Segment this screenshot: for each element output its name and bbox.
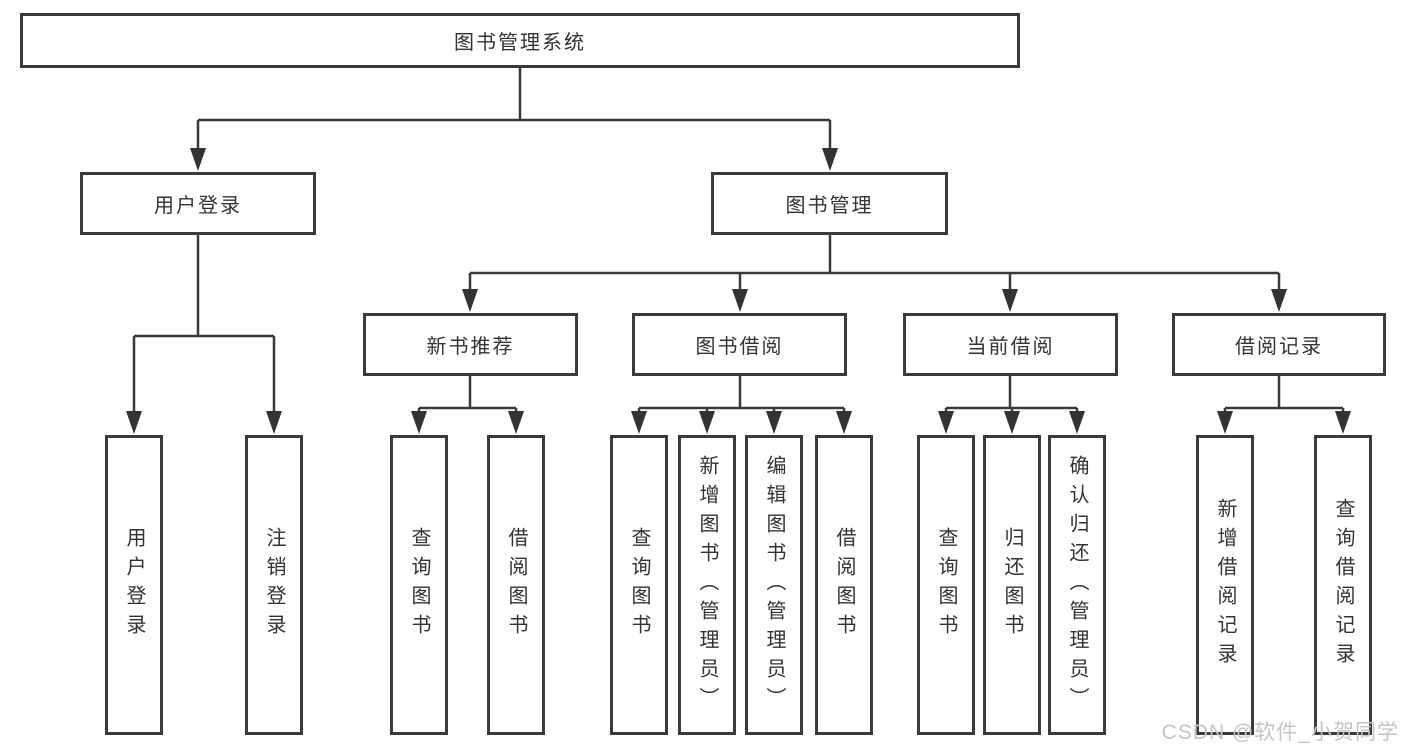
node-book-borrowing: 图书借阅 (632, 313, 847, 376)
arrow-down-icon (1069, 411, 1085, 434)
arrow-down-icon (699, 411, 715, 434)
leaf-borrow-books-recommend: 借阅图书 (487, 435, 545, 735)
leaf-logout: 注销登录 (245, 435, 303, 735)
leaf-query-books-current-label: 查询图书 (935, 527, 957, 643)
arrow-down-icon (836, 411, 852, 434)
leaf-confirm-return-admin-label: 确认归还（管理员） (1066, 454, 1088, 716)
arrow-down-icon (1271, 289, 1287, 312)
node-root-system-label: 图书管理系统 (454, 32, 586, 54)
node-user-login: 用户登录 (80, 172, 316, 235)
leaf-borrow-books-borrowing-label: 借阅图书 (833, 527, 855, 643)
leaf-user-login: 用户登录 (105, 435, 163, 735)
arrow-down-icon (126, 411, 142, 434)
leaf-add-book-admin-label: 新增图书（管理员） (696, 454, 718, 716)
node-book-management: 图书管理 (711, 172, 948, 235)
leaf-query-borrow-record: 查询借阅记录 (1314, 435, 1372, 735)
leaf-query-books-recommend: 查询图书 (390, 435, 448, 735)
arrow-down-icon (631, 411, 647, 434)
leaf-logout-label: 注销登录 (263, 527, 285, 643)
arrow-down-icon (411, 411, 427, 434)
leaf-return-book: 归还图书 (983, 435, 1041, 735)
arrow-down-icon (938, 411, 954, 434)
arrow-down-icon (732, 289, 748, 312)
leaf-query-books-recommend-label: 查询图书 (408, 527, 430, 643)
leaf-borrow-books-recommend-label: 借阅图书 (505, 527, 527, 643)
leaf-edit-book-admin-label: 编辑图书（管理员） (763, 454, 785, 716)
arrow-down-icon (1335, 411, 1351, 434)
node-current-borrowing: 当前借阅 (903, 313, 1118, 376)
connector-line (944, 376, 1079, 413)
arrow-down-icon (822, 148, 838, 171)
leaf-user-login-label: 用户登录 (123, 527, 145, 643)
node-borrow-records: 借阅记录 (1172, 313, 1386, 376)
node-current-borrowing-label: 当前借阅 (966, 336, 1055, 358)
arrow-down-icon (766, 411, 782, 434)
connector-line (417, 376, 518, 413)
node-new-book-recommend: 新书推荐 (363, 313, 578, 376)
leaf-edit-book-admin: 编辑图书（管理员） (745, 435, 803, 735)
leaf-add-borrow-record: 新增借阅记录 (1196, 435, 1254, 735)
leaf-return-book-label: 归还图书 (1001, 527, 1023, 643)
node-book-management-label: 图书管理 (785, 195, 874, 217)
node-borrow-records-label: 借阅记录 (1235, 336, 1323, 358)
connector-line (196, 68, 832, 150)
leaf-confirm-return-admin: 确认归还（管理员） (1048, 435, 1106, 735)
arrow-down-icon (1217, 411, 1233, 434)
node-new-book-recommend-label: 新书推荐 (426, 336, 515, 358)
node-user-login-label: 用户登录 (154, 195, 242, 217)
leaf-borrow-books-borrowing: 借阅图书 (815, 435, 873, 735)
connector-line (468, 235, 1281, 291)
leaf-query-books-current: 查询图书 (917, 435, 975, 735)
connector-line (132, 235, 276, 413)
leaf-query-books-borrowing-label: 查询图书 (628, 527, 650, 643)
node-root-system: 图书管理系统 (20, 13, 1020, 68)
arrow-down-icon (266, 411, 282, 434)
arrow-down-icon (462, 289, 478, 312)
arrow-down-icon (1004, 411, 1020, 434)
leaf-add-book-admin: 新增图书（管理员） (678, 435, 736, 735)
leaf-add-borrow-record-label: 新增借阅记录 (1214, 498, 1236, 672)
node-book-borrowing-label: 图书借阅 (695, 336, 784, 358)
connector-line (1223, 376, 1345, 413)
connector-line (637, 376, 846, 413)
arrow-down-icon (1002, 289, 1018, 312)
leaf-query-borrow-record-label: 查询借阅记录 (1332, 498, 1354, 672)
leaf-query-books-borrowing: 查询图书 (610, 435, 668, 735)
arrow-down-icon (508, 411, 524, 434)
arrow-down-icon (190, 148, 206, 171)
